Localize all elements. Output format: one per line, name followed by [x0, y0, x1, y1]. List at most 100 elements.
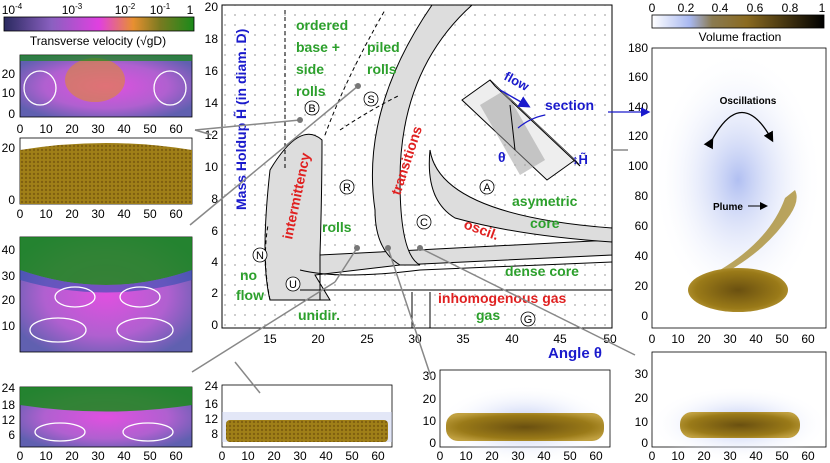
p3-ytick: 30	[2, 269, 16, 283]
regime-piled: rolls	[367, 61, 397, 77]
p2-xtick: 50	[143, 207, 157, 221]
phase-xtick: 50	[603, 332, 617, 346]
left-panel-3: 40 30 20 10	[2, 236, 193, 353]
phase-ytick: 16	[205, 64, 219, 78]
b3-xtick: 30	[723, 449, 737, 463]
phase-ytick: 14	[205, 96, 219, 110]
velocity-colorbar: 10-4 10-3 10-2 10-1 1 Transverse velocit…	[2, 2, 195, 48]
p2-ytick: 20	[2, 141, 16, 155]
bottom-panel-1: 24 16 12 8	[205, 379, 393, 448]
frac-tick: 0.4	[712, 1, 729, 15]
regime-rolls: rolls	[322, 219, 352, 235]
phase-ytick: 20	[205, 0, 219, 14]
b3-xtick: 60	[801, 449, 815, 463]
regime-ordered: side	[296, 61, 324, 77]
regime-no-flow: flow	[236, 287, 264, 303]
left-panel-4: 24 18 12 6	[2, 381, 193, 448]
roll-ring	[34, 422, 86, 442]
b3-ytick: 10	[635, 415, 649, 429]
p1-xtick: 30	[91, 122, 105, 136]
p1-ytick: 10	[2, 86, 16, 100]
regime-asymmetric: core	[530, 215, 560, 231]
phase-ytick: 6	[211, 224, 218, 238]
phase-ytick: 10	[205, 160, 219, 174]
b2-ytick: 10	[423, 414, 437, 428]
p2-xtick: 60	[169, 207, 183, 221]
bottom-xticks-1: 0 10 20 30 40 50 60	[219, 449, 385, 463]
bottom-panel-3: 30 20 10 0	[635, 351, 829, 462]
roll-ring	[116, 317, 174, 343]
p2-ytick: 0	[8, 193, 15, 207]
regime-no-flow: no	[240, 267, 257, 283]
phase-ytick: 0	[211, 318, 218, 332]
marker-c: C	[420, 217, 428, 229]
phase-ytick: 2	[211, 286, 218, 300]
b3-xtick: 20	[697, 449, 711, 463]
b1-xtick: 0	[219, 449, 226, 463]
regime-ordered: base +	[296, 39, 340, 55]
roll-left-ring	[23, 70, 57, 106]
left-panel-2: 20 0	[2, 137, 193, 207]
pipe-inset: flow section θ ↕H̃	[461, 68, 651, 181]
regime-asymmetric: asymetric	[512, 193, 578, 209]
bottom-xticks-3: 0 10 20 30 40 50 60	[649, 449, 815, 463]
phase-xtick: 25	[360, 332, 374, 346]
regime-labels: ordered base + side rolls piled rolls ro…	[236, 17, 579, 323]
p4-xtick: 40	[117, 449, 131, 463]
b1-xtick: 20	[267, 449, 281, 463]
theta-label: θ	[498, 149, 506, 165]
b2-xtick: 20	[485, 449, 499, 463]
marker-g: G	[524, 314, 533, 326]
b1-xtick: 50	[345, 449, 359, 463]
left-xticks-2: 0 10 20 30 40 50 60	[17, 207, 183, 221]
vel-tick-1: 10-3	[62, 2, 83, 17]
marker-b: B	[308, 103, 315, 115]
phase-xtick: 40	[505, 332, 519, 346]
right-xtick: 10	[671, 332, 685, 346]
b3-xtick: 50	[775, 449, 789, 463]
oscil-band	[428, 149, 613, 243]
p1-xtick: 20	[65, 122, 79, 136]
roll-ring	[122, 422, 174, 442]
p4-xtick: 20	[65, 449, 79, 463]
roll-right-ring	[153, 70, 187, 106]
p1-ytick: 0	[8, 107, 15, 121]
ylabel: Mass Holdup H̃ (in diam. D)	[232, 29, 249, 210]
right-xticks: 0 10 20 30 40 50 60	[649, 332, 815, 346]
b1-xtick: 30	[293, 449, 307, 463]
b3-xtick: 0	[649, 449, 656, 463]
phase-xtick: 20	[311, 332, 325, 346]
regime-inhomogeneous: inhomogenous gas	[438, 290, 567, 306]
b3-ytick: 20	[635, 391, 649, 405]
p2-xtick: 20	[65, 207, 79, 221]
regime-piled: piled	[367, 39, 400, 55]
phase-ytick: 8	[211, 192, 218, 206]
frac-tick: 0.2	[678, 1, 695, 15]
p2-xtick: 30	[91, 207, 105, 221]
regime-dense-core: dense core	[505, 263, 579, 279]
right-panel: Oscillations Plume 180 160 140 120 100 8…	[628, 41, 827, 329]
right-ytick: 100	[628, 159, 648, 173]
marker-a: A	[483, 182, 491, 194]
phase-ytick: 18	[205, 32, 219, 46]
b2-ytick: 20	[423, 392, 437, 406]
left-xticks-4: 0 10 20 30 40 50 60	[17, 449, 183, 463]
plume-label: Plume	[713, 202, 743, 213]
vel-tick-3: 10-1	[150, 2, 171, 17]
marker-n: N	[256, 250, 264, 262]
regime-ordered: ordered	[296, 17, 348, 33]
right-xtick: 0	[649, 332, 656, 346]
roll-ring	[119, 286, 161, 308]
p2-xtick: 0	[17, 207, 24, 221]
p4-ytick: 18	[2, 398, 16, 412]
p1-xtick: 50	[143, 122, 157, 136]
marker-r: R	[343, 182, 351, 194]
phase-xlabel: Angle θ	[548, 345, 602, 362]
b1-ytick: 8	[211, 427, 218, 441]
right-ytick: 160	[628, 70, 648, 84]
b1-xtick: 60	[371, 449, 385, 463]
p4-ytick: 12	[2, 413, 16, 427]
vel-tick-2: 10-2	[115, 2, 136, 17]
right-xtick: 40	[749, 332, 763, 346]
b1-ytick: 24	[205, 379, 219, 393]
